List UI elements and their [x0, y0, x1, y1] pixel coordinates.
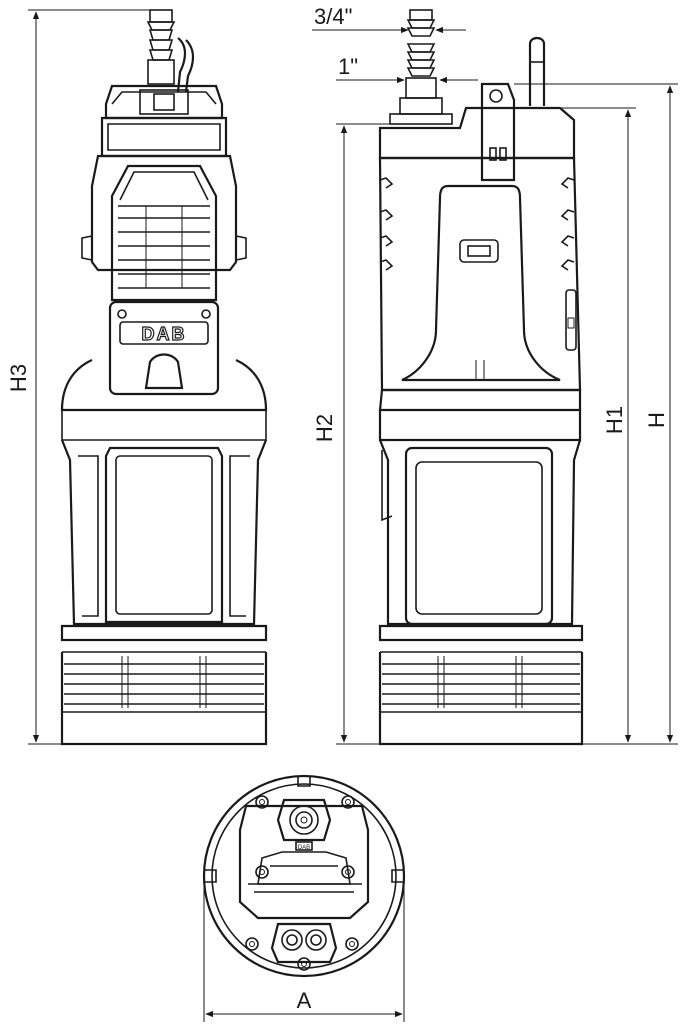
front-grille	[118, 205, 210, 289]
front-upper-housing: DAB	[81, 116, 247, 396]
side-shoulder	[378, 388, 582, 442]
h3-dimension: H3	[6, 9, 150, 745]
front-view: DAB	[60, 9, 268, 746]
side-outlet-connector	[389, 9, 453, 125]
side-handle	[528, 36, 546, 106]
top-cable-entry	[270, 922, 338, 964]
front-shoulder	[60, 358, 268, 441]
side-base	[378, 624, 584, 746]
side-base-vents	[382, 656, 580, 708]
top-mid-plate: DAB	[248, 841, 362, 893]
side-fins-right	[560, 177, 575, 271]
side-upper-body	[378, 156, 582, 392]
h3-label: H3	[6, 364, 31, 392]
thread-1-dimension: 1"	[336, 54, 478, 84]
front-base-vents	[64, 656, 264, 708]
h-dimension: H	[514, 83, 678, 745]
h1-label: H1	[602, 406, 627, 434]
h1-dimension: H1	[560, 107, 636, 745]
h2-label: H2	[312, 414, 337, 442]
front-top-cap	[104, 84, 224, 120]
front-logo-plate: DAB	[108, 300, 220, 396]
h2-dimension: H2	[312, 123, 390, 745]
front-body	[60, 439, 268, 626]
front-logo-text: DAB	[142, 324, 187, 344]
thread-1-label: 1"	[338, 54, 358, 79]
top-view: DAB	[202, 774, 406, 978]
thread-34-dimension: 3/4"	[312, 4, 466, 34]
front-hose-connector	[146, 9, 195, 93]
side-body	[378, 439, 582, 626]
front-base	[60, 624, 268, 746]
a-dimension: A	[203, 880, 405, 1022]
a-label: A	[297, 988, 312, 1013]
thread-34-label: 3/4"	[314, 4, 352, 29]
h-label: H	[644, 412, 669, 428]
top-logo-text: DAB	[298, 845, 310, 851]
top-outlet	[276, 798, 332, 842]
side-view	[378, 9, 584, 746]
side-fins-left	[379, 177, 394, 271]
